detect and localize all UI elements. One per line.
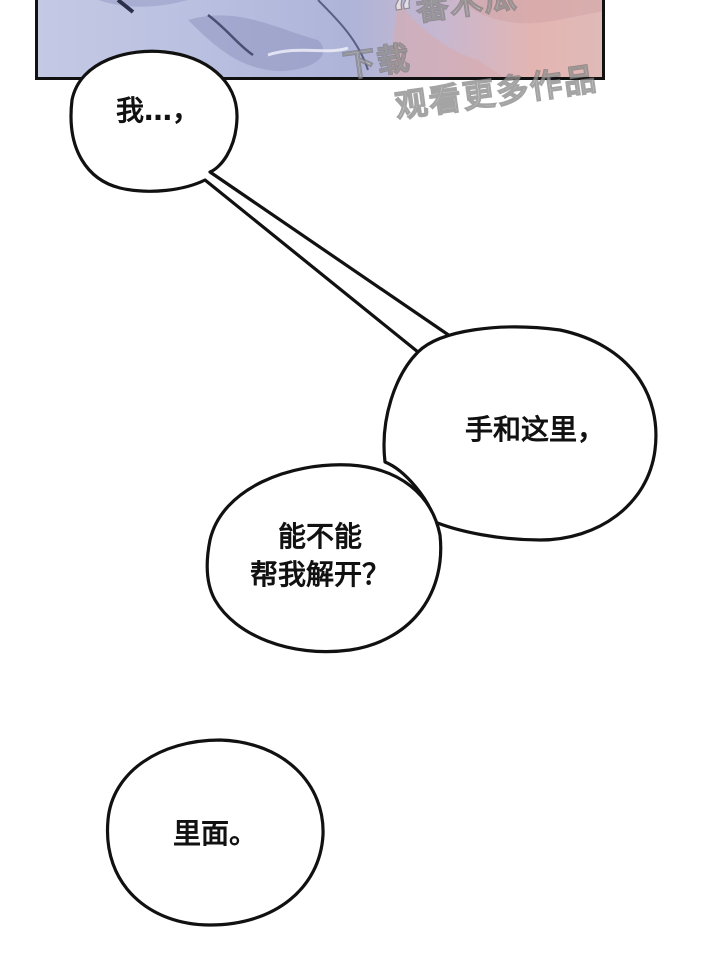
speech-bubble-4-text: 里面。	[172, 817, 257, 850]
speech-bubble-3-text-line-1: 能不能	[277, 520, 362, 553]
speech-bubble-3	[205, 463, 443, 654]
speech-bubble-1-text: 我…，	[115, 94, 200, 127]
speech-bubble-2	[382, 325, 658, 542]
top-panel-illustration	[98, 0, 602, 77]
speech-bubble-4	[105, 738, 325, 927]
speech-bubble-3-text-line-2: 帮我解开？	[249, 558, 390, 591]
speech-bubble-2-text: 手和这里，	[464, 413, 605, 446]
speech-bubble-1	[69, 49, 452, 354]
